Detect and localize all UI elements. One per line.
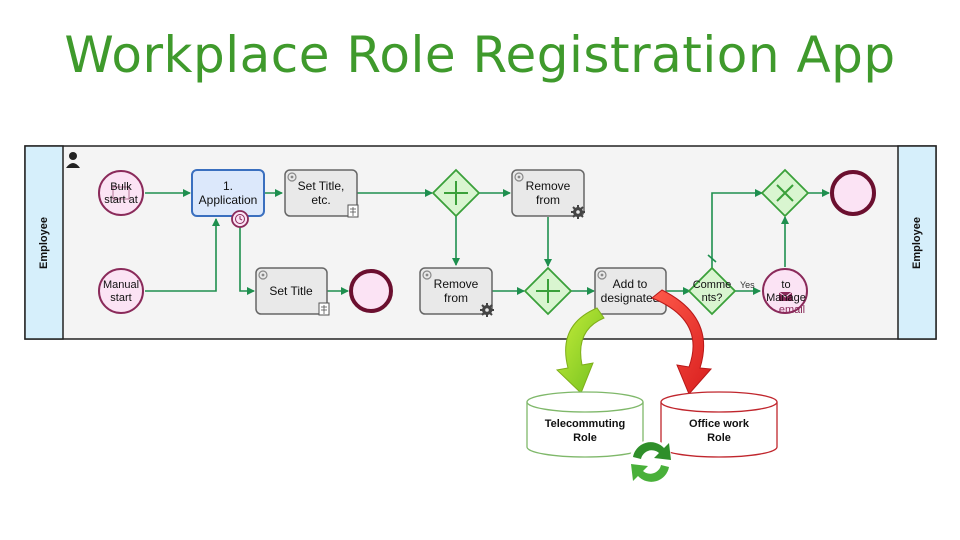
exclusive-gateway-comments[interactable]: Comme nts? bbox=[687, 266, 737, 316]
gear-icon bbox=[597, 270, 607, 280]
lane-header-right[interactable] bbox=[897, 145, 937, 340]
task-remove-from-bottom-label-2: from bbox=[444, 291, 468, 305]
timer-icon bbox=[231, 210, 249, 228]
database-telecommuting-label-2: Role bbox=[573, 432, 597, 444]
lane-label-left: Employee bbox=[38, 217, 50, 269]
task-remove-from-top[interactable]: Remove from bbox=[511, 169, 585, 219]
service-gear-icon bbox=[480, 303, 494, 317]
parallel-gateway-join[interactable] bbox=[523, 266, 573, 316]
calculator-icon bbox=[347, 204, 359, 218]
exclusive-gateway-merge[interactable] bbox=[760, 168, 810, 218]
email-event-label-3: email bbox=[779, 304, 805, 316]
envelope-icon bbox=[778, 291, 793, 301]
gear-icon bbox=[422, 270, 432, 280]
end-event-upper[interactable] bbox=[830, 170, 876, 216]
task-application-label-2: Application bbox=[199, 193, 258, 207]
task-set-title[interactable]: Set Title bbox=[255, 267, 330, 316]
task-remove-from-top-label-1: Remove bbox=[526, 179, 571, 193]
database-office-label-2: Role bbox=[707, 432, 731, 444]
email-event-label-1: to bbox=[781, 279, 790, 291]
task-remove-from-bottom-label-1: Remove bbox=[434, 277, 479, 291]
gear-icon bbox=[287, 172, 297, 182]
task-application-label-1: 1. bbox=[223, 179, 233, 193]
sync-icon bbox=[629, 440, 673, 484]
service-gear-icon bbox=[571, 205, 585, 219]
task-remove-from-top-label-2: from bbox=[536, 193, 560, 207]
task-add-to-designated[interactable]: Add to designated bbox=[594, 267, 667, 315]
lane-header-left[interactable] bbox=[24, 145, 64, 340]
database-office-work[interactable]: Office work Role bbox=[660, 391, 778, 458]
gear-icon bbox=[258, 270, 268, 280]
task-add-to-designated-label-2: designated bbox=[601, 291, 660, 305]
page-title: Workplace Role Registration App bbox=[64, 26, 896, 84]
task-set-title-etc-label-1: Set Title, bbox=[298, 179, 345, 193]
sequence-flows bbox=[145, 189, 830, 295]
task-set-title-etc-label-2: etc. bbox=[311, 193, 330, 207]
person-icon bbox=[66, 152, 80, 168]
start-event-manual-label-1: Manual bbox=[103, 279, 139, 291]
start-event-bulk-label-2: start at bbox=[104, 194, 138, 206]
database-telecommuting-label-1: Telecommuting bbox=[545, 418, 625, 430]
gateway-comments-label-1: Comme bbox=[693, 279, 732, 291]
calculator-icon bbox=[318, 302, 330, 316]
start-event-manual[interactable]: Manual start bbox=[98, 268, 144, 314]
parallel-gateway-split[interactable] bbox=[431, 168, 481, 218]
task-add-to-designated-label-1: Add to bbox=[613, 277, 648, 291]
red-curved-arrow bbox=[651, 289, 713, 395]
flow-label-yes: Yes bbox=[740, 280, 755, 290]
task-set-title-label: Set Title bbox=[269, 284, 313, 298]
start-event-bulk[interactable]: Bulk start at bbox=[98, 170, 144, 216]
end-event-lower[interactable] bbox=[349, 269, 393, 313]
start-event-bulk-label-1: Bulk bbox=[110, 181, 132, 193]
task-remove-from-bottom[interactable]: Remove from bbox=[419, 267, 494, 317]
database-office-label-1: Office work bbox=[689, 418, 750, 430]
gear-icon bbox=[514, 172, 524, 182]
email-event[interactable]: to Manage email bbox=[762, 268, 808, 316]
start-event-manual-label-2: start bbox=[110, 292, 131, 304]
email-event-label-2: Manage bbox=[766, 292, 806, 304]
database-telecommuting[interactable]: Telecommuting Role bbox=[526, 391, 644, 458]
gateway-comments-label-2: nts? bbox=[702, 292, 723, 304]
task-set-title-etc[interactable]: Set Title, etc. bbox=[284, 169, 359, 218]
task-application[interactable]: 1. Application bbox=[191, 169, 265, 228]
lane-label-right: Employee bbox=[911, 217, 923, 269]
